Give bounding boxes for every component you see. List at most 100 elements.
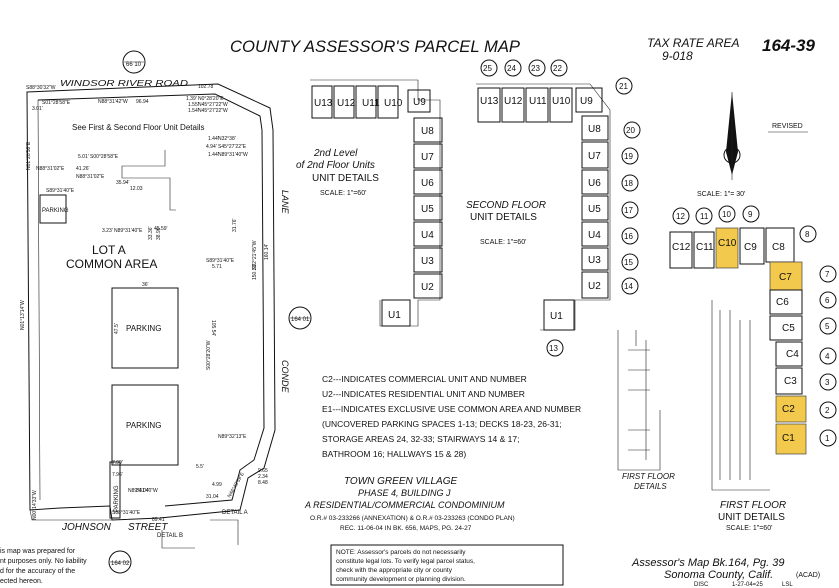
bearing-label: 41.26' xyxy=(76,166,90,172)
unit-label: U13 xyxy=(314,98,333,109)
commercial-number: 4 xyxy=(825,352,830,361)
unit-number: 14 xyxy=(624,282,633,291)
commercial-number-circles: 12 11 10 9 8 7 6 5 4 3 2 1 xyxy=(672,205,837,447)
bearing-label: 31.04 xyxy=(206,494,219,500)
bearing-label: S02°21'45"W xyxy=(252,240,258,270)
reference-circle-bottom: 164 02 xyxy=(108,550,132,574)
unit-number: 22 xyxy=(553,64,562,73)
bearing-label: 5.71 xyxy=(212,264,222,270)
legend-line: U2---INDICATES RESIDENTIAL UNIT AND NUMB… xyxy=(322,389,525,399)
commercial-number: 7 xyxy=(825,270,830,279)
unit-label: U4 xyxy=(588,230,601,241)
bearing-label: 1.44' xyxy=(208,136,219,142)
unit-label: C10 xyxy=(718,238,737,249)
section-heading: FIRST FLOOR xyxy=(720,500,786,511)
unit-number: 20 xyxy=(626,126,635,135)
bearing-label: 96.94 xyxy=(136,99,149,105)
unit-number: 19 xyxy=(624,152,633,161)
unit-label: U12 xyxy=(504,96,523,107)
commercial-number: 11 xyxy=(700,212,709,221)
unit-label: C9 xyxy=(744,242,757,253)
bearing-label: 4.94' xyxy=(206,144,217,150)
footer: Assessor's Map Bk.164, Pg. 39 Sonoma Cou… xyxy=(631,557,820,588)
section-heading: SECOND FLOOR xyxy=(466,200,546,211)
unit-label: U7 xyxy=(421,152,434,163)
unit-label: U11 xyxy=(529,96,547,107)
section-heading: DETAILS xyxy=(634,482,667,491)
unit-label: C4 xyxy=(786,349,799,360)
bearing-label: 160.14' xyxy=(264,244,270,260)
commercial-number: 10 xyxy=(722,210,731,219)
highlighted-unit-c1 xyxy=(775,423,807,455)
scale-label: SCALE: 1"=60' xyxy=(320,190,366,197)
unit-label: U12 xyxy=(337,98,356,109)
note-box: NOTE: Assessor's parcels do not necessar… xyxy=(330,544,564,586)
second-level-units: U13 U12 U11 U10 U9 U8 U7 U6 U5 U4 U3 U2 … xyxy=(310,79,443,327)
unit-label: C12 xyxy=(672,242,691,253)
bearing-label: 89.41' xyxy=(152,517,166,523)
section-heading: of 2nd Floor Units xyxy=(296,160,375,171)
disclaimer: is map was prepared for nt purposes only… xyxy=(0,548,87,585)
bearing-label: 31.76' xyxy=(232,218,238,232)
footer-initials: LSL xyxy=(782,582,793,588)
commercial-number: 5 xyxy=(825,322,830,331)
parking-label: PARKING xyxy=(114,485,120,512)
unit-label: C6 xyxy=(776,297,789,308)
bearing-label: 12.03 xyxy=(130,186,143,192)
parking-label: PARKING xyxy=(126,324,161,333)
unit-label: C3 xyxy=(784,376,797,387)
bearing-label: 150.23' xyxy=(252,264,258,280)
bearing-label: 1.55' xyxy=(188,102,199,108)
bearing-label: 5.01' xyxy=(78,154,89,160)
unit-label: U6 xyxy=(421,178,434,189)
bearing-label: 1.39' xyxy=(186,96,197,102)
book-page-number: 164-39 xyxy=(762,36,815,55)
commercial-number: 9 xyxy=(748,210,753,219)
bearing-label: N32°38' xyxy=(218,136,236,142)
unit-label: C8 xyxy=(772,242,785,253)
ref-map-number: 164 01 xyxy=(291,317,310,323)
bearing-label: N01°13'14"W xyxy=(20,300,26,330)
bearing-label: S89°31'40"E xyxy=(206,258,235,264)
unit-number: 17 xyxy=(624,206,633,215)
bearing-label: 34.04' xyxy=(136,488,150,494)
ref-map-number: 164 02 xyxy=(111,561,130,567)
disclaimer-line: is map was prepared for xyxy=(0,548,76,555)
bearing-label: 1.54' xyxy=(188,108,199,114)
section-heading: 2nd Level xyxy=(313,148,358,159)
unit-number: 24 xyxy=(507,64,516,73)
lot-note: See First & Second Floor Unit Details xyxy=(72,123,205,132)
tax-rate-area-value: 9-018 xyxy=(662,49,693,63)
unit-label: C2 xyxy=(782,404,795,415)
bearing-label: 102.78 xyxy=(198,84,214,90)
note-line: check with the appropriate city or count… xyxy=(336,567,453,574)
bearing-label: N89°31'40"W xyxy=(128,488,158,494)
section-heading: FIRST FLOOR xyxy=(622,472,675,481)
unit-number: 16 xyxy=(624,232,633,241)
bearing-label: 3.23' xyxy=(102,228,113,234)
bearing-label: 47.5' xyxy=(114,323,120,334)
bearing-label: 1.44' xyxy=(208,152,219,158)
scale-label: SCALE: 1"=60' xyxy=(726,525,772,532)
unit-label: U1 xyxy=(388,310,401,321)
unit-label: C1 xyxy=(782,433,795,444)
road-name-lane: LANE xyxy=(280,190,290,215)
bearing-label: 36' xyxy=(142,282,149,288)
bearing-label: 45.59' xyxy=(154,226,168,232)
road-name-conde: CONDE xyxy=(280,360,290,393)
bearing-label: S88°30'32"W xyxy=(26,85,56,91)
road-name-johnson: JOHNSON xyxy=(61,522,112,533)
project-phase: PHASE 4, BUILDING J xyxy=(358,488,451,498)
unit-number: 21 xyxy=(619,82,628,91)
unit-label: U2 xyxy=(421,282,434,293)
legend: C2---INDICATES COMMERCIAL UNIT AND NUMBE… xyxy=(322,374,581,459)
lot-description: COMMON AREA xyxy=(66,257,157,271)
lot-name: LOT A xyxy=(92,243,126,257)
unit-number: 18 xyxy=(624,179,633,188)
bearing-label: N0°28'20"E xyxy=(198,96,224,102)
legend-line: STORAGE AREAS 24, 32-33; STAIRWAYS 14 & … xyxy=(322,434,519,444)
unit-label: U5 xyxy=(421,204,434,215)
unit-label: U4 xyxy=(421,230,434,241)
unit-number: 25 xyxy=(483,64,492,73)
